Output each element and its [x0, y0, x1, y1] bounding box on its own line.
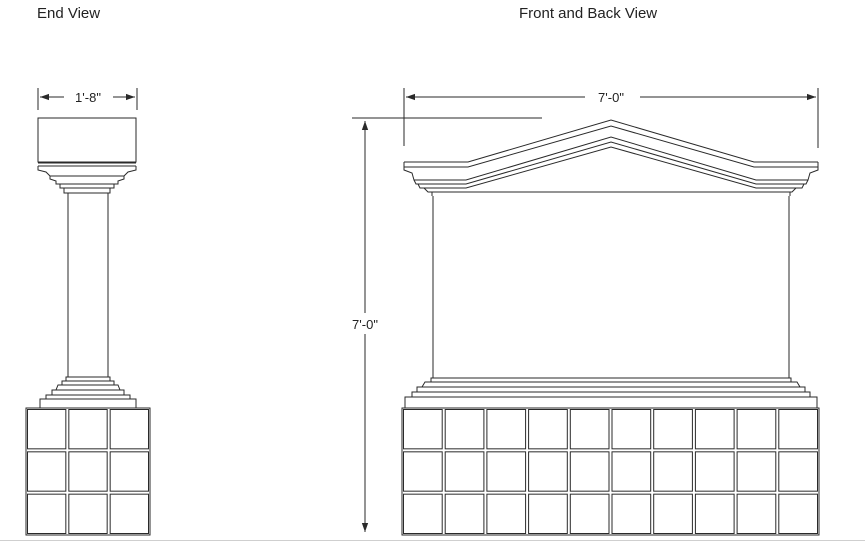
- stone-tile: [653, 451, 693, 492]
- front-panel: [432, 196, 790, 378]
- front-view-drawing: 7'-0" 7'-0": [352, 88, 820, 536]
- end-column-shaft: [67, 193, 109, 377]
- end-tiled-pedestal: [25, 407, 151, 536]
- stone-tile: [528, 451, 568, 492]
- front-width-dimension: 7'-0": [403, 88, 819, 148]
- stone-tile: [27, 451, 67, 492]
- front-height-label: 7'-0": [352, 317, 378, 332]
- stone-tile: [778, 451, 818, 492]
- stone-tile: [444, 493, 485, 534]
- stone-tile: [611, 451, 652, 492]
- stone-tile: [736, 409, 777, 450]
- stone-tile: [653, 493, 693, 534]
- stone-tile: [611, 493, 652, 534]
- end-capital: [37, 117, 137, 194]
- front-tiled-pedestal: [401, 407, 820, 536]
- stone-tile: [694, 451, 735, 492]
- stone-tile: [694, 409, 735, 450]
- stone-tile: [444, 451, 485, 492]
- end-view-title: End View: [37, 5, 101, 22]
- end-tile-grid: [27, 409, 149, 534]
- stone-tile: [68, 493, 108, 534]
- stone-tile: [403, 409, 443, 450]
- front-width-label: 7'-0": [598, 90, 624, 105]
- stone-tile: [528, 493, 568, 534]
- stone-tile: [569, 451, 610, 492]
- end-column-base: [39, 376, 137, 409]
- front-back-view-title: Front and Back View: [519, 5, 658, 22]
- stone-tile: [569, 493, 610, 534]
- end-width-dimension: 1'-8": [37, 88, 138, 110]
- stone-tile: [109, 409, 149, 450]
- stone-tile: [611, 409, 652, 450]
- end-width-label: 1'-8": [75, 90, 101, 105]
- stone-tile: [27, 409, 67, 450]
- front-height-dimension: 7'-0": [352, 117, 542, 532]
- stone-tile: [68, 409, 108, 450]
- stone-tile: [444, 409, 485, 450]
- stone-tile: [68, 451, 108, 492]
- stone-tile: [569, 409, 610, 450]
- stone-tile: [736, 451, 777, 492]
- stone-tile: [109, 493, 149, 534]
- stone-tile: [486, 451, 527, 492]
- stone-tile: [486, 409, 527, 450]
- stone-tile: [778, 493, 818, 534]
- stone-tile: [736, 493, 777, 534]
- stone-tile: [27, 493, 67, 534]
- front-base-moulding: [404, 377, 818, 409]
- stone-tile: [778, 409, 818, 450]
- stone-tile: [694, 493, 735, 534]
- stone-tile: [653, 409, 693, 450]
- stone-tile: [528, 409, 568, 450]
- stone-tile: [403, 451, 443, 492]
- end-view-drawing: 1'-8": [25, 88, 151, 536]
- stone-tile: [109, 451, 149, 492]
- stone-tile: [403, 493, 443, 534]
- front-pediment: [403, 119, 819, 196]
- front-tile-grid: [403, 409, 818, 534]
- stone-tile: [486, 493, 527, 534]
